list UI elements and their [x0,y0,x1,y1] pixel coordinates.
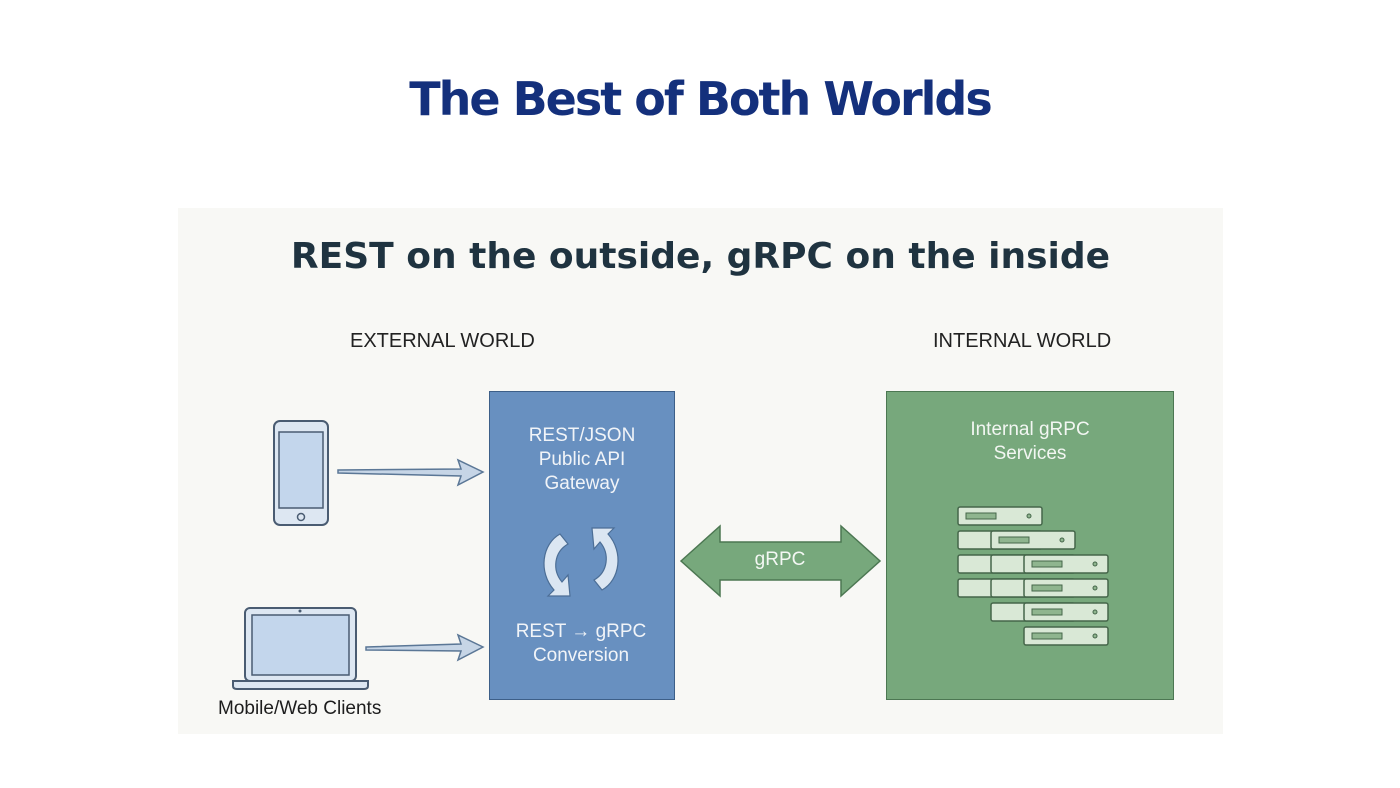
double-arrow-icon [679,524,882,598]
grpc-link-label: gRPC [754,549,806,570]
page-title: The Best of Both Worlds [409,72,993,126]
diagram-title: REST on the outside, gRPC on the inside [290,236,1111,277]
gateway-title-line: Public API [538,449,626,470]
gateway-title-line: Gateway [544,473,620,494]
services-title: Internal gRPC Services [887,418,1173,466]
server-stack-icon [957,506,1109,646]
external-world-label: EXTERNAL WORLD [350,330,535,352]
services-title-line: Services [993,443,1067,464]
conversion-line: REST → gRPC [515,621,647,642]
diagram-graphics [232,420,1109,690]
gateway-title: REST/JSON Public API Gateway [490,424,674,496]
server-detail [965,512,1098,640]
smartphone-icon [273,420,329,526]
clients-label: Mobile/Web Clients [218,698,382,719]
client-arrow-icon [337,458,485,662]
api-gateway-box: REST/JSON Public API Gateway [489,391,675,700]
laptop-icon [232,607,369,690]
diagram-panel: REST on the outside, gRPC on the inside … [178,208,1223,734]
internal-world-label: INTERNAL WORLD [933,330,1112,352]
gateway-title-line: REST/JSON [528,425,636,446]
services-title-line: Internal gRPC [970,419,1090,440]
conversion-label: REST → gRPC Conversion [489,620,673,668]
conversion-line: Conversion [532,645,630,666]
sync-arrows-icon [543,527,619,597]
